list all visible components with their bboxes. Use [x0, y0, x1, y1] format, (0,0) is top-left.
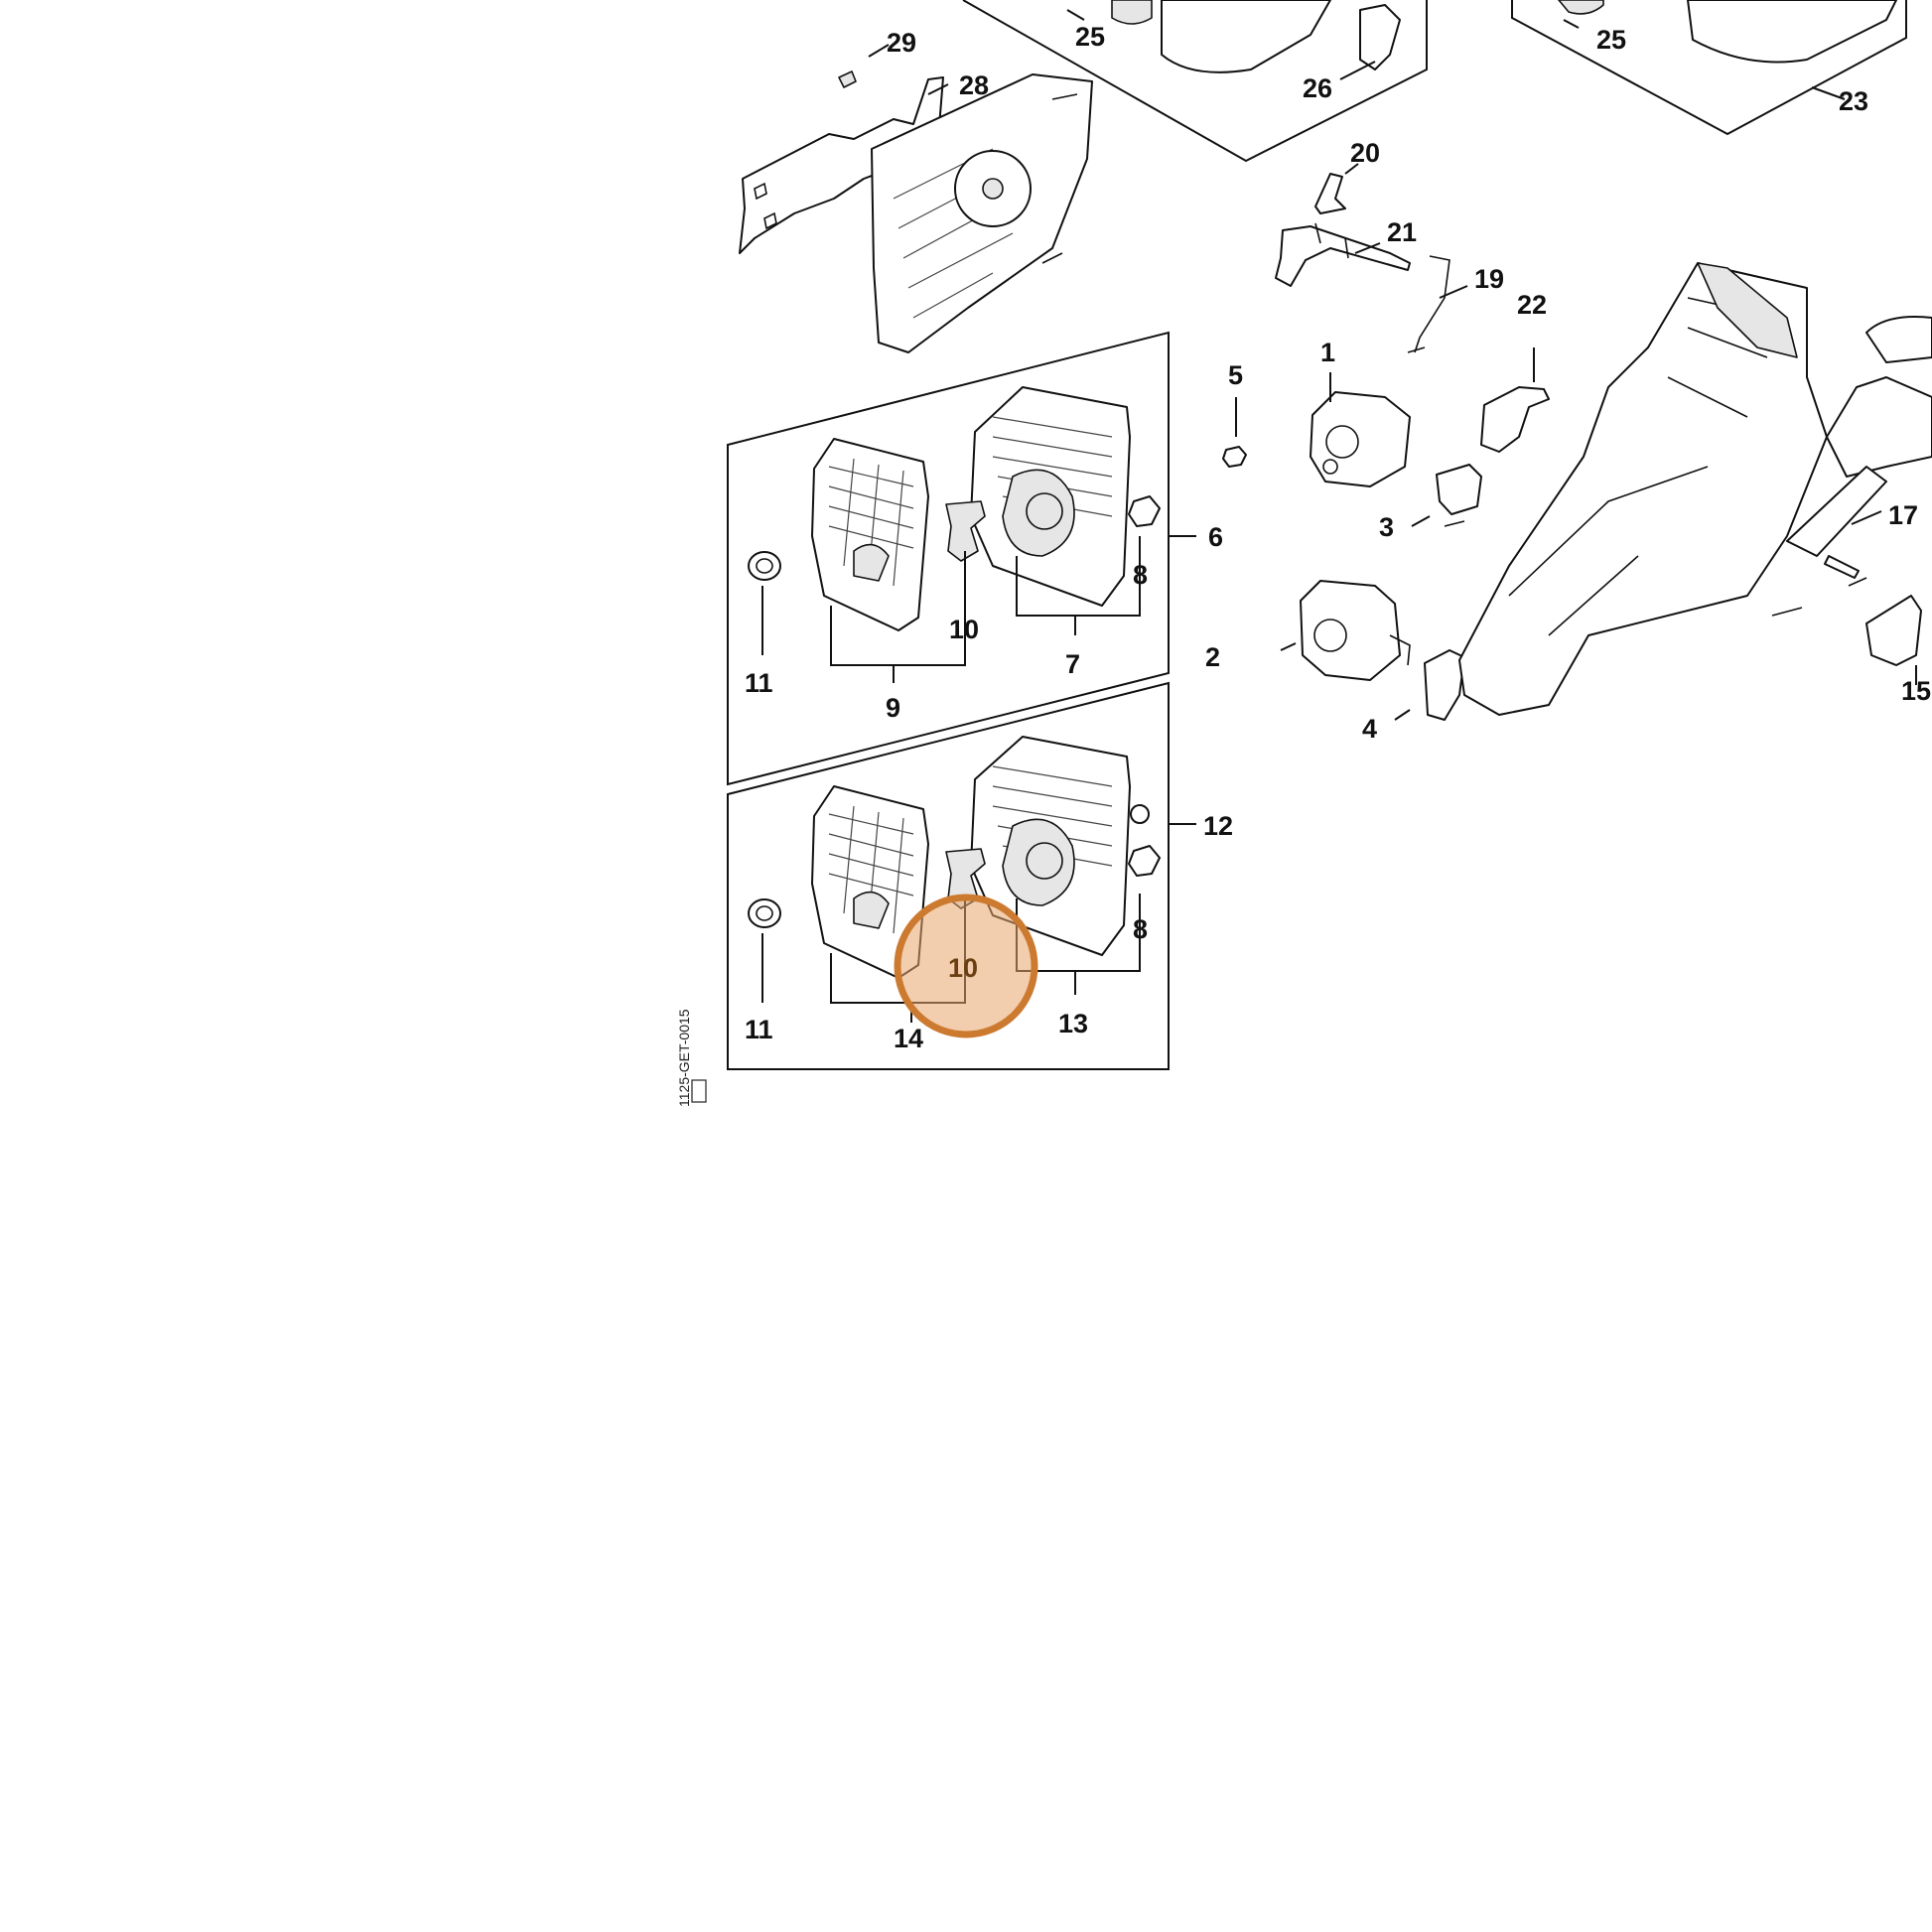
right-parts-group: [1222, 173, 1550, 721]
top-assembly-box-left: [962, 0, 1428, 163]
callout-17[interactable]: 17: [1888, 500, 1918, 530]
callout-26[interactable]: 26: [1303, 73, 1332, 103]
drawing-code-text: 1125-GET-0015: [676, 1009, 692, 1107]
callout-13[interactable]: 13: [1058, 1009, 1088, 1038]
callout-7[interactable]: 7: [1065, 649, 1080, 679]
callout-15[interactable]: 15: [1901, 676, 1931, 706]
top-assembly-box-right: [1511, 0, 1907, 136]
highlight-marker: [894, 894, 1038, 1038]
callout-14[interactable]: 14: [894, 1024, 923, 1053]
callout-29[interactable]: 29: [887, 28, 916, 58]
callout-2[interactable]: 2: [1205, 642, 1220, 672]
callout-3[interactable]: 3: [1379, 512, 1394, 542]
callout-9[interactable]: 9: [886, 693, 900, 723]
callout-5[interactable]: 5: [1228, 360, 1243, 390]
filter-kit-box-lower: [727, 681, 1170, 1070]
callout-labels: 29 28 25 26 25 23 20 21 19 22 1 5 3 2 4 …: [745, 22, 1931, 1053]
drawing-code: 1125-GET-0015: [676, 1009, 692, 1107]
callout-11[interactable]: 11: [745, 1015, 773, 1044]
callout-8[interactable]: 8: [1133, 560, 1148, 590]
callout-20[interactable]: 20: [1350, 138, 1380, 168]
callout-12[interactable]: 12: [1203, 811, 1233, 841]
callout-10[interactable]: 10: [949, 615, 979, 644]
callout-25[interactable]: 25: [1075, 22, 1105, 52]
callout-22[interactable]: 22: [1517, 290, 1547, 320]
callout-10-highlighted[interactable]: 10: [948, 953, 978, 983]
callout-25[interactable]: 25: [1596, 25, 1626, 55]
callout-19[interactable]: 19: [1474, 264, 1504, 294]
callout-4[interactable]: 4: [1362, 714, 1377, 744]
main-housing: [1458, 262, 1932, 716]
callout-28[interactable]: 28: [959, 70, 989, 100]
callout-21[interactable]: 21: [1387, 217, 1417, 247]
filter-kit-box-upper: [727, 331, 1170, 786]
callout-8[interactable]: 8: [1133, 914, 1148, 944]
callout-6[interactable]: 6: [1208, 522, 1223, 552]
drawing-code-box: [691, 1079, 707, 1103]
callout-23[interactable]: 23: [1839, 86, 1868, 116]
callout-1[interactable]: 1: [1320, 338, 1335, 367]
sprocket-cover-part: [739, 70, 1093, 353]
callout-11[interactable]: 11: [745, 668, 773, 698]
